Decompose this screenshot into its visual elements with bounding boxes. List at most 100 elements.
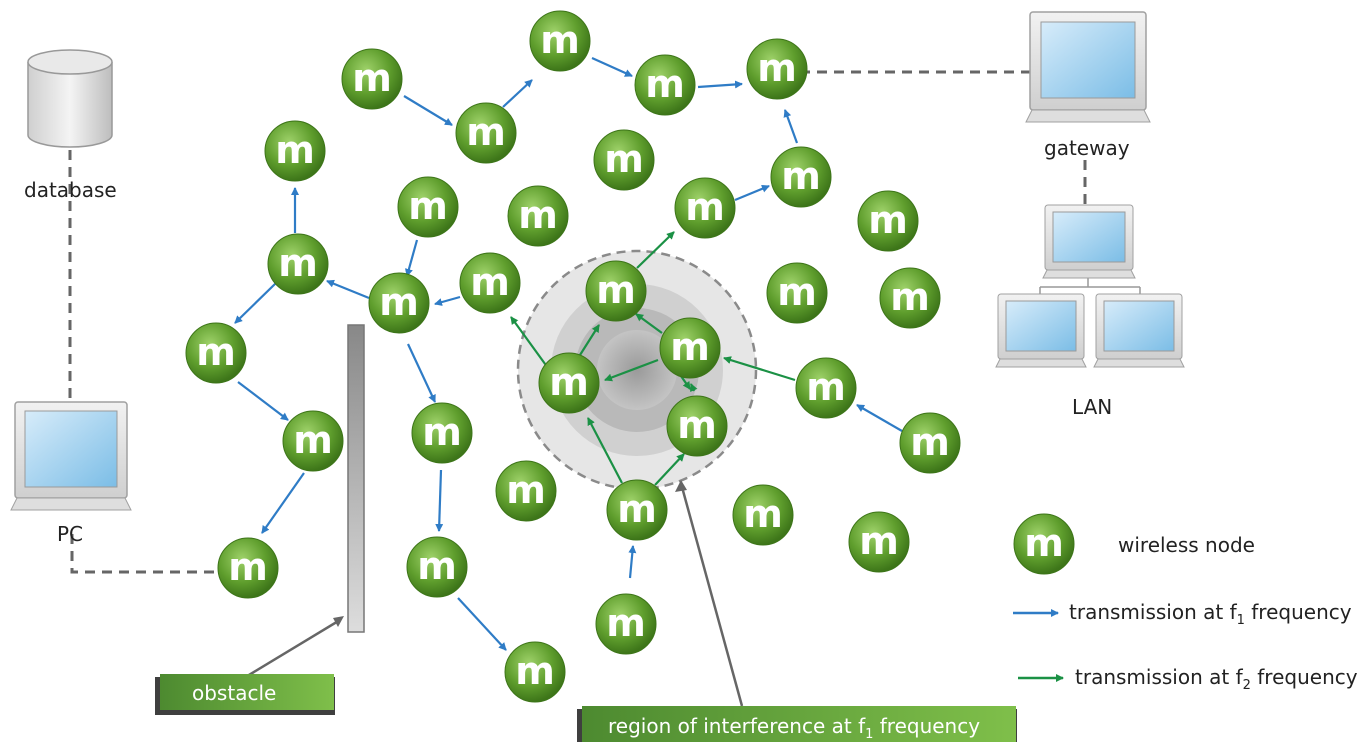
wireless-node-19: m [185, 322, 247, 384]
wireless-node-0: m [341, 48, 403, 110]
svg-text:m: m [422, 410, 462, 454]
region-pointer-head [675, 480, 687, 492]
f1-transmission-arrow-10 [326, 279, 370, 300]
obstacle-wall [347, 324, 365, 633]
f2-transmission-arrow-25 [587, 417, 623, 484]
f1-transmission-arrow-5 [734, 184, 770, 202]
legend: m wireless node transmission at f1 frequ… [1013, 513, 1358, 693]
wireless-node-7: m [770, 146, 832, 208]
legend-f2-label: transmission at f2 frequency [1075, 665, 1358, 693]
wireless-node-22: m [666, 395, 728, 457]
region-tag: region of interference at f1 frequency [577, 706, 1017, 742]
wireless-node-33: m [504, 641, 566, 703]
svg-text:m: m [379, 280, 419, 324]
svg-text:m: m [1024, 521, 1064, 565]
lan-label: LAN [1072, 395, 1112, 419]
f1-transmission-arrow-17 [628, 545, 637, 579]
f2-transmission-arrow-22 [604, 358, 659, 382]
wireless-node-8: m [397, 176, 459, 238]
svg-text:m: m [777, 270, 817, 314]
f1-transmission-arrow-15 [457, 597, 507, 651]
svg-text:m: m [617, 487, 657, 531]
database-icon [27, 49, 113, 148]
svg-text:m: m [670, 325, 710, 369]
f1-transmission-arrow-3 [697, 80, 743, 89]
svg-text:m: m [293, 418, 333, 462]
svg-text:m: m [408, 184, 448, 228]
svg-text:m: m [278, 241, 318, 285]
wireless-node-2: m [634, 54, 696, 116]
svg-text:m: m [859, 519, 899, 563]
gateway-label: gateway [1044, 136, 1130, 160]
f1-transmission-arrow-11 [434, 295, 461, 306]
wireless-node-16: m [879, 267, 941, 329]
legend-node-label: wireless node [1118, 533, 1255, 557]
svg-text:m: m [515, 649, 555, 693]
wireless-node-10: m [674, 177, 736, 239]
wireless-node-3: m [746, 38, 808, 100]
f1-transmission-arrow-14 [435, 469, 444, 532]
svg-text:m: m [806, 365, 846, 409]
wireless-node-26: m [495, 460, 557, 522]
wireless-node-14: m [585, 260, 647, 322]
f2-transmission-arrow-26 [654, 453, 685, 486]
svg-text:m: m [685, 185, 725, 229]
wireless-node-18: m [659, 317, 721, 379]
wireless-node-21: m [538, 352, 600, 414]
wireless-node-24: m [411, 402, 473, 464]
wireless-node-30: m [217, 537, 279, 599]
wireless-node-12: m [267, 233, 329, 295]
wireless-node-6: m [593, 129, 655, 191]
pointer-lines [243, 486, 744, 707]
wireless-node-23: m [282, 410, 344, 472]
svg-text:m: m [196, 330, 236, 374]
svg-text:m: m [606, 601, 646, 645]
lan-computers-icon [995, 204, 1185, 368]
f1-transmission-arrow-1 [502, 79, 533, 108]
legend-node-icon: m [1013, 513, 1075, 575]
svg-text:m: m [275, 128, 315, 172]
svg-text:m: m [466, 110, 506, 154]
svg-text:m: m [506, 468, 546, 512]
f1-transmission-arrow-7 [234, 282, 277, 324]
pc-label: PC [57, 522, 83, 546]
svg-text:m: m [677, 403, 717, 447]
wireless-node-9: m [507, 185, 569, 247]
region-label: region of interference at f1 frequency [608, 714, 980, 742]
svg-text:m: m [518, 193, 558, 237]
gateway-icon [1025, 11, 1151, 123]
obstacle-pointer-head [333, 616, 344, 627]
f1-transmission-arrow-16 [856, 404, 903, 432]
wireless-node-25: m [899, 412, 961, 474]
wireless-node-28: m [732, 484, 794, 546]
svg-text:m: m [890, 275, 930, 319]
f2-transmission-arrow-20 [579, 324, 600, 356]
svg-text:m: m [549, 360, 589, 404]
f1-transmission-arrow-4 [783, 109, 799, 144]
svg-text:m: m [910, 420, 950, 464]
obstacle-tag: obstacle [155, 674, 335, 715]
f2-transmission-arrow-21 [635, 313, 663, 334]
svg-text:m: m [596, 268, 636, 312]
f2-transmission-arrow-19 [510, 316, 549, 369]
pc-icon [10, 401, 132, 511]
svg-text:m: m [540, 18, 580, 62]
transmission-arrows [234, 56, 903, 651]
svg-text:m: m [470, 260, 510, 304]
wireless-node-13: m [459, 252, 521, 314]
wireless-node-20: m [795, 357, 857, 419]
wireless-node-17: m [368, 272, 430, 334]
f2-transmission-arrow-18 [636, 231, 675, 269]
f1-transmission-arrow-12 [405, 239, 419, 277]
svg-text:m: m [352, 56, 392, 100]
f2-transmission-arrow-27 [689, 383, 698, 393]
f1-transmission-arrow-9 [261, 472, 305, 534]
wireless-node-15: m [766, 262, 828, 324]
wireless-node-31: m [406, 536, 468, 598]
svg-text:m: m [781, 154, 821, 198]
f1-transmission-arrow-13 [407, 343, 436, 403]
svg-text:m: m [645, 62, 685, 106]
wireless-node-29: m [848, 511, 910, 573]
